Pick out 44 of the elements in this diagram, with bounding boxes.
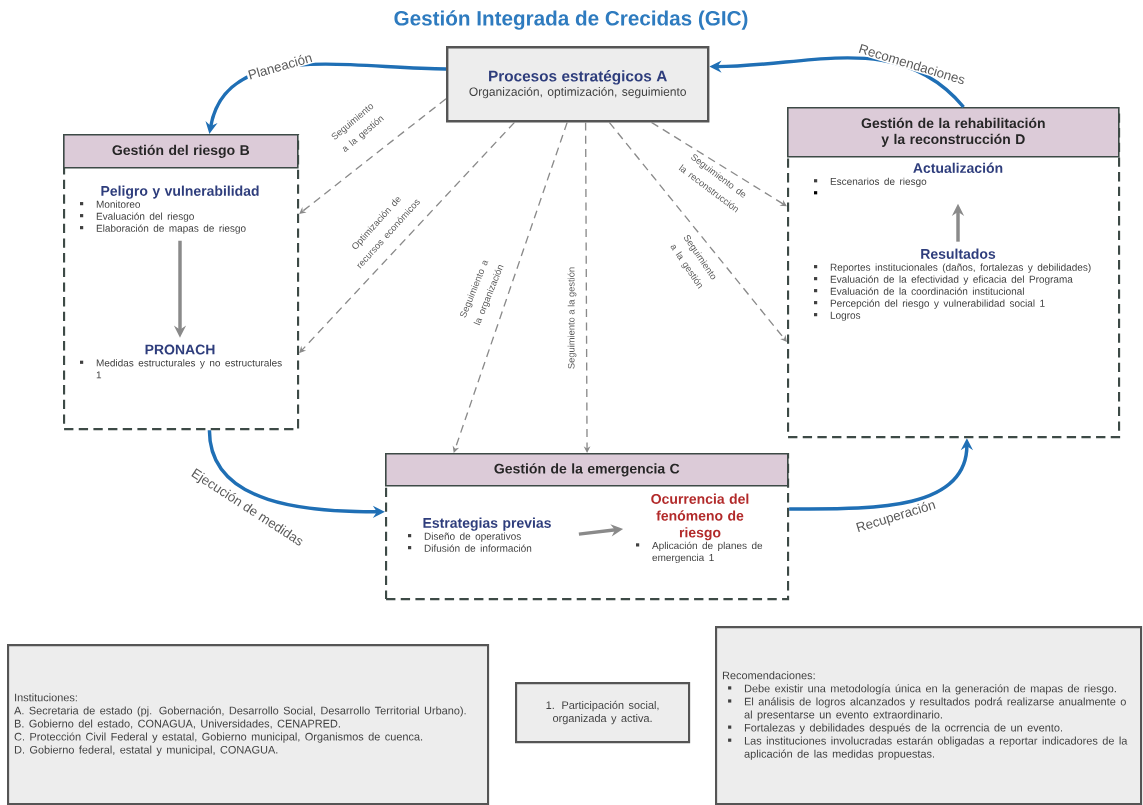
bullet-item: Las instituciones involucradas estarán obligadas a reportar indicadores de la aplicación de las medidas propuestas.: [728, 736, 1128, 760]
text-line: C. Protección Civil Federal y estatal, Gobierno municipal, Organismos de cuenca.: [14, 732, 423, 743]
section-heading: Actualización: [913, 162, 1003, 173]
bullet-item: Evaluación del riesgo: [80, 212, 194, 222]
text-line: Recomendaciones:: [722, 671, 815, 680]
bullet-item: Fortalezas y debilidades después de la ocrrencia de un evento.: [728, 723, 1062, 734]
dashed-arrow: [452, 121, 568, 453]
dashed-arrow: [299, 98, 447, 214]
text-box: [515, 682, 691, 744]
box-heading: Procesos estratégicos A: [489, 70, 667, 85]
bullet-item: Aplicación de planes de emergencia 1: [636, 541, 763, 564]
section-heading: Ocurrencia del fenómeno de riesgo: [651, 493, 749, 541]
bullet-item: Percepción del riesgo y vulnerabilidad social 1: [814, 299, 1045, 309]
bullet-item: Logros: [814, 311, 861, 321]
text-line: B. Gobierno del estado, CONAGUA, Universidades, CENAPRED.: [14, 719, 340, 729]
panel-header: Gestión de la emergencia C: [385, 453, 789, 487]
text-line: D. Gobierno federal, estatal y municipal, CONAGUA.: [14, 745, 278, 756]
bullet-item: Difusión de información: [408, 544, 532, 552]
text-box: [7, 644, 490, 805]
bullet-item: Evaluación de la coordinación institucional: [814, 287, 1024, 295]
bullet-item: Reportes institucionales (daños, fortalezas y debilidades): [814, 263, 1091, 273]
box-text: Organización, optimización, seguimiento: [469, 86, 686, 99]
title: Gestión Integrada de Crecidas (GIC): [394, 10, 748, 30]
dashed-arrow: [650, 121, 787, 207]
bullet-item: El análisis de logros alcanzados y resultados podrá realizarse anualmente o al presentarse un evento extraordinario.: [728, 697, 1126, 721]
section-heading: Estrategias previas: [423, 517, 551, 531]
bullet-item: Evaluación de la efectividad y eficacia del Programa: [814, 275, 1073, 285]
bullet-item: Medidas estructurales y no estructurales 1: [80, 359, 282, 379]
panel-header: Gestión de la rehabilitación y la reconstrucción D: [787, 107, 1120, 158]
text-line: Instituciones:: [15, 693, 77, 702]
bullet-item: Elaboración de mapas de riesgo: [80, 224, 246, 234]
bullet-item: Diseño de operativos: [408, 532, 521, 542]
process-box: [446, 46, 710, 123]
text-line: 1. Participación social, organizada y activa.: [546, 700, 659, 725]
text-box: [715, 626, 1143, 805]
bullet-item: Monitoreo: [80, 200, 141, 208]
text-line: A. Secretaria de estado (pj. Gobernación, Desarrollo Social, Desarrollo Territorial Urbano).: [14, 706, 466, 717]
bullet-item: Escenarios de riesgo: [814, 177, 927, 187]
edge-label: Seguimiento a la gestión: [567, 267, 577, 369]
section-heading: PRONACH: [145, 344, 215, 355]
panel-header: Gestión del riesgo B: [63, 134, 299, 169]
section-heading: Peligro y vulnerabilidad: [101, 185, 259, 199]
bullet-item: Debe existir una metodología única en la generación de mapas de riesgo.: [728, 684, 1116, 695]
section-heading: Resultados: [921, 248, 996, 259]
